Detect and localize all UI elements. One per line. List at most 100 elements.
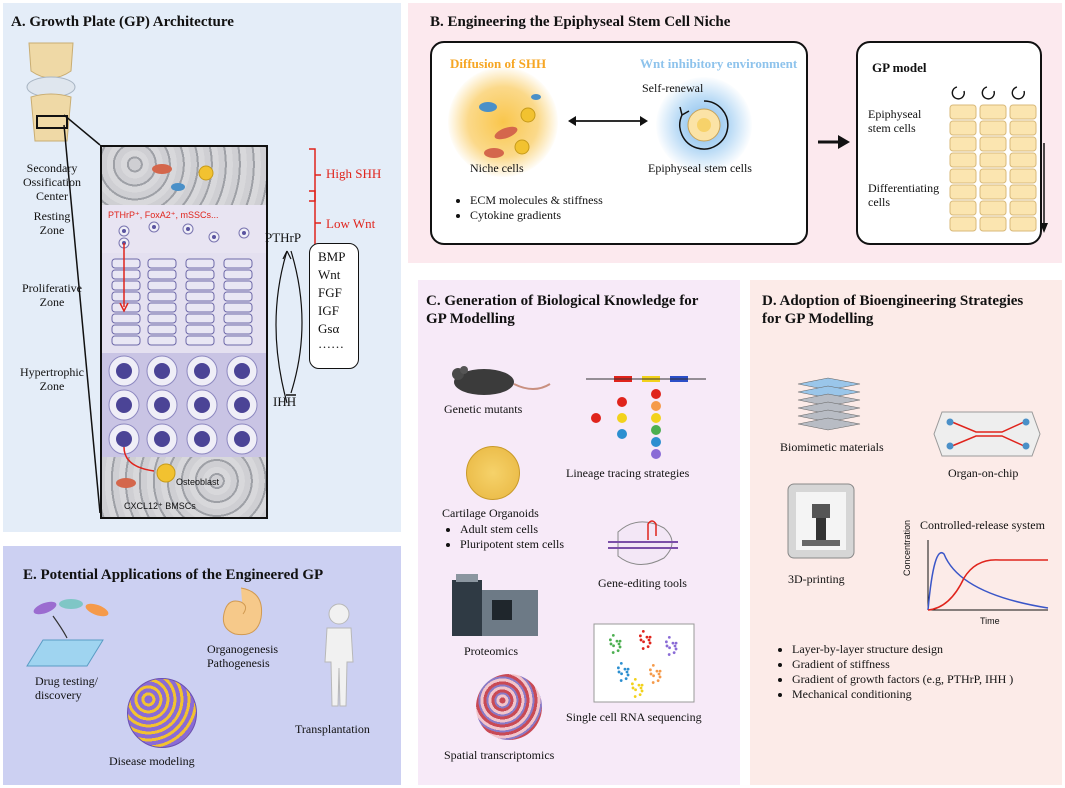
gp-model-cell xyxy=(949,200,977,216)
panel-c-title: C. Generation of Biological Knowledge fo… xyxy=(426,293,699,327)
umap-point xyxy=(617,642,621,646)
release-chart xyxy=(927,540,1049,611)
stem-cell-icon xyxy=(679,100,729,150)
umap-point xyxy=(651,664,655,667)
hypertrophic-cell-nucleus xyxy=(154,363,170,379)
umap-point xyxy=(674,641,678,645)
gp-model-cell xyxy=(979,184,1007,200)
proliferative-cell xyxy=(111,269,141,280)
proliferative-cell xyxy=(223,269,253,280)
cartilage-organoids-label: Cartilage Organoids xyxy=(442,506,539,520)
disease-model-icon xyxy=(127,678,197,748)
secondary-ossification-region xyxy=(102,147,266,205)
bullet-adult-stem: Adult stem cells xyxy=(460,522,564,537)
spatial-transcriptomics-label: Spatial transcriptomics xyxy=(444,748,555,762)
umap-point xyxy=(664,640,668,644)
factor-more: …… xyxy=(318,336,344,351)
gp-model-cell xyxy=(1009,104,1037,120)
lineage-cell xyxy=(617,413,627,423)
gene-editing-icon xyxy=(608,520,678,565)
bullet-ecm: ECM molecules & stiffness xyxy=(470,193,603,208)
gp-model-cell xyxy=(949,152,977,168)
bmsc-cell xyxy=(116,478,136,488)
umap-point xyxy=(642,640,645,644)
scaffold-icon xyxy=(797,377,861,431)
gp-model-cell xyxy=(1009,184,1037,200)
gp-model-cell xyxy=(979,200,1007,216)
lineage-tracing-icon xyxy=(586,376,706,459)
umap-point xyxy=(648,635,652,639)
zoom-lines xyxy=(63,114,101,514)
bullet-mechanical: Mechanical conditioning xyxy=(792,687,1013,702)
proliferative-cell xyxy=(223,313,253,324)
proliferative-cell xyxy=(111,291,141,302)
umap-point xyxy=(649,672,653,676)
resting-cell-nucleus xyxy=(212,235,216,239)
shh-glow xyxy=(448,67,558,177)
hypertrophic-cell-nucleus xyxy=(234,397,250,413)
factor-igf: IGF xyxy=(318,303,339,318)
umap-frame xyxy=(593,623,695,703)
umap-point xyxy=(641,647,645,650)
hypertrophic-cell-nucleus xyxy=(154,431,170,447)
self-renew-arrow xyxy=(981,86,995,100)
proliferative-cell xyxy=(111,313,141,324)
low-wnt-label: Low Wnt xyxy=(326,216,376,231)
hypertrophic-cell-nucleus xyxy=(116,363,132,379)
drug-testing-icon xyxy=(26,599,109,667)
organ-on-chip-icon xyxy=(933,411,1041,457)
lineage-cell xyxy=(651,437,661,447)
factor-fgf: FGF xyxy=(318,285,342,300)
umap-point xyxy=(619,679,623,682)
umap-point xyxy=(657,672,661,676)
umap-point xyxy=(616,649,620,653)
proliferative-cell xyxy=(185,269,215,280)
bullet-cytokine: Cytokine gradients xyxy=(470,208,603,223)
scaffold-layer xyxy=(797,417,861,431)
umap-point xyxy=(648,641,652,645)
umap-point xyxy=(618,639,622,643)
umap-point xyxy=(625,670,629,674)
proliferative-cell xyxy=(223,280,253,291)
proliferative-zone-label: Proliferative Zone xyxy=(22,281,82,309)
sustained-release-curve xyxy=(927,559,1048,611)
organoid-icon xyxy=(466,446,520,500)
umap-point xyxy=(623,667,627,671)
proliferative-cell xyxy=(147,302,177,313)
umap-point xyxy=(633,695,637,698)
proliferative-cell xyxy=(147,324,177,335)
hypertrophic-cell-nucleus xyxy=(234,431,250,447)
soc-cell xyxy=(152,164,172,174)
self-renewal-label: Self-renewal xyxy=(642,81,704,95)
proliferative-cell xyxy=(223,302,253,313)
hypertrophic-zone-label: Hypertrophic Zone xyxy=(20,365,84,393)
right-arrow-icon xyxy=(818,135,850,149)
organ-on-chip-label: Organ-on-chip xyxy=(948,466,1019,480)
osteoblast-label: Osteoblast xyxy=(176,477,220,487)
lineage-tracing-label: Lineage tracing strategies xyxy=(566,466,690,480)
bullet-growth-factors: Gradient of growth factors (e.g, PTHrP, … xyxy=(792,672,1013,687)
umap-point xyxy=(630,682,634,686)
gp-model-cell xyxy=(1009,136,1037,152)
release-y-axis: Concentration xyxy=(902,519,912,576)
gp-model-cell xyxy=(949,184,977,200)
proliferative-cell xyxy=(185,302,215,313)
epiphyseal-stem-cells-label: Epiphyseal stem cells xyxy=(648,161,752,175)
umap-point xyxy=(641,630,645,633)
proliferative-cell xyxy=(185,335,215,346)
proliferative-cell xyxy=(223,258,253,269)
proliferative-cell xyxy=(223,324,253,335)
bioengineering-bullets: Layer-by-layer structure design Gradient… xyxy=(776,642,1013,702)
umap-point xyxy=(609,642,613,646)
umap-point xyxy=(626,673,630,677)
proteomics-label: Proteomics xyxy=(464,644,518,658)
umap-point xyxy=(638,634,642,638)
bullet-stiffness: Gradient of stiffness xyxy=(792,657,1013,672)
differentiation-arrow-head xyxy=(1040,223,1048,233)
spatial-tissue-icon xyxy=(476,674,542,740)
osteoblast-cell xyxy=(156,463,176,483)
umap-point xyxy=(658,675,662,679)
umap-point xyxy=(611,651,615,654)
red-arrow xyxy=(123,446,155,472)
zoom-box xyxy=(36,115,68,129)
